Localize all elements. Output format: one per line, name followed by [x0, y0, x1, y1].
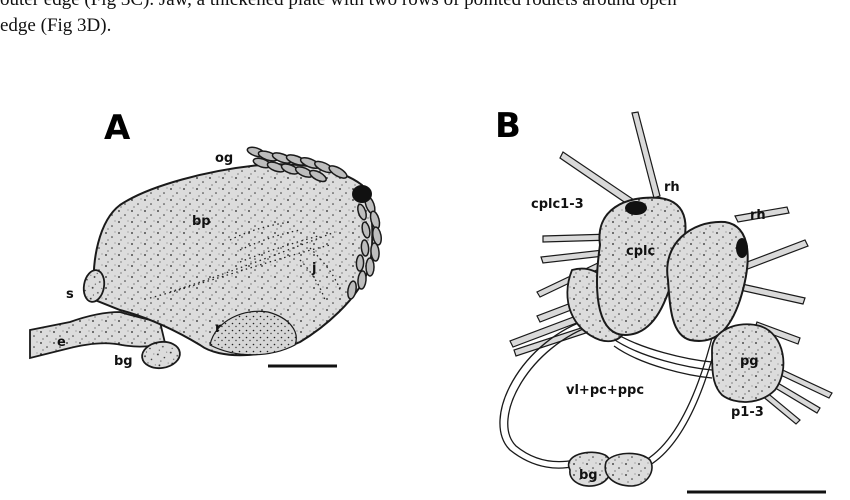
buccal-ganglion	[141, 340, 181, 370]
radula-sac	[209, 310, 297, 356]
eye-left	[625, 201, 647, 215]
buccal-ganglion-right	[604, 452, 653, 487]
label-s: s	[66, 287, 74, 302]
label-pg: pg	[740, 354, 759, 369]
pedal-ganglion	[711, 323, 785, 403]
label-bp: bp	[192, 214, 211, 229]
label-bg-b: bg	[579, 468, 598, 483]
panel-a-letter: A	[104, 108, 131, 148]
label-cplc: cplc	[626, 244, 655, 259]
salivary-gland	[82, 269, 106, 303]
caption-line-1: outer edge (Fig 3C). Jaw, a thickened pl…	[0, 0, 677, 12]
label-cplc1-3: cplc1-3	[531, 197, 584, 212]
label-vl-pc-ppc: vl+pc+ppc	[566, 383, 644, 398]
label-p1-3: p1-3	[731, 405, 764, 420]
right-cerebropleural-ganglion	[666, 220, 749, 342]
panel-b-letter: B	[495, 106, 521, 146]
panel-a: A	[29, 108, 382, 370]
panel-b: B	[495, 106, 833, 494]
label-og: og	[215, 151, 233, 166]
jaw-tip	[352, 185, 372, 203]
label-rh-left: rh	[664, 180, 680, 195]
muscle-fibers	[149, 221, 341, 301]
caption-line-2: edge (Fig 3D).	[0, 15, 112, 36]
jaw-rodlets	[246, 146, 382, 300]
label-e: e	[57, 335, 66, 350]
label-rh-right: rh	[750, 208, 766, 223]
label-j: j	[311, 261, 316, 276]
label-r: r	[215, 321, 222, 336]
label-bg-a: bg	[114, 354, 133, 369]
eye-right	[736, 238, 748, 258]
